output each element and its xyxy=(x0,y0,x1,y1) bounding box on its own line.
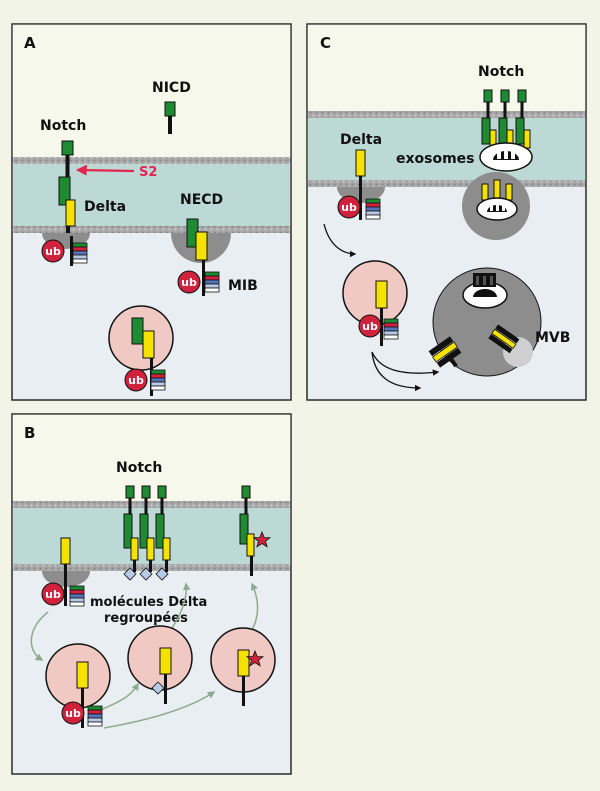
star-icon xyxy=(252,530,272,548)
recycling-arrow xyxy=(371,351,422,392)
recycling-vesicle xyxy=(127,625,193,704)
nicd-label: NICD xyxy=(152,80,191,96)
panel-b: B Notch xyxy=(11,413,292,775)
panel-c: C Notch exosomes Delta xyxy=(306,23,587,401)
endocytosis-arrow xyxy=(30,611,49,661)
exosome-surface xyxy=(479,142,533,172)
notch-modified-delta xyxy=(239,485,272,576)
ub-tag: ub xyxy=(181,276,197,289)
ub-tag: ub xyxy=(341,201,357,214)
upper-membrane xyxy=(12,157,291,164)
panel-letter: A xyxy=(24,34,36,52)
exosome-budding xyxy=(462,172,530,240)
notch-receptors xyxy=(481,89,531,149)
delta-label: Delta xyxy=(84,199,126,215)
s2-label: S2 xyxy=(139,165,157,180)
modification-vesicle xyxy=(210,627,276,706)
lower-membrane xyxy=(307,180,586,187)
endocytosis-arrow xyxy=(323,223,357,258)
exosomes-label: exosomes xyxy=(396,151,475,167)
notch-label: Notch xyxy=(478,64,524,80)
ub-tag: ub xyxy=(45,245,61,258)
mib-ligase xyxy=(365,198,381,220)
upper-membrane xyxy=(12,501,291,508)
mib-ligase xyxy=(87,705,103,727)
clustered-delta-label-line1: molécules Delta xyxy=(90,595,207,610)
star-icon xyxy=(245,649,265,667)
multivesicular-body xyxy=(428,267,542,377)
panel-letter: B xyxy=(24,424,35,442)
mib-ligase xyxy=(383,318,399,340)
mib-label: MIB xyxy=(228,278,258,294)
mib-ligase xyxy=(69,585,85,607)
s2-cleavage-arrow xyxy=(75,164,135,176)
modification-arrow xyxy=(103,691,216,729)
endocytic-vesicle: ub xyxy=(45,643,111,728)
recycling-arrow xyxy=(99,682,139,711)
nicd-fragment xyxy=(164,101,176,134)
mib-ligase xyxy=(72,242,88,264)
panel-letter: C xyxy=(320,34,331,52)
clustered-delta-label-line2: regroupées xyxy=(104,611,188,626)
lower-membrane xyxy=(12,226,291,233)
delta-endocytic-pit: ub xyxy=(41,233,90,266)
delta-endocytic-pit: ub xyxy=(337,149,385,220)
sorting-arrow xyxy=(371,351,440,376)
panel-a: A NICD Notch S2 Delta ub xyxy=(11,23,292,401)
mvb-label: MVB xyxy=(535,330,570,346)
endocytic-vesicle: ub xyxy=(108,305,174,396)
delta-endocytic-pit: ub xyxy=(41,537,90,607)
necd-trans-endocytosis: ub xyxy=(171,218,231,296)
upper-membrane xyxy=(307,111,586,118)
ub-tag: ub xyxy=(362,320,378,333)
mib-ligase xyxy=(150,369,166,391)
endocytic-vesicle: ub xyxy=(342,260,408,346)
delta-label: Delta xyxy=(340,132,382,148)
ub-tag: ub xyxy=(128,374,144,387)
necd-label: NECD xyxy=(180,192,223,208)
ub-tag: ub xyxy=(65,707,81,720)
notch-label: Notch xyxy=(40,118,86,134)
notch-delta-cluster xyxy=(123,485,171,581)
notch-label: Notch xyxy=(116,460,162,476)
ub-tag: ub xyxy=(45,588,61,601)
mib-ligase xyxy=(204,271,220,293)
